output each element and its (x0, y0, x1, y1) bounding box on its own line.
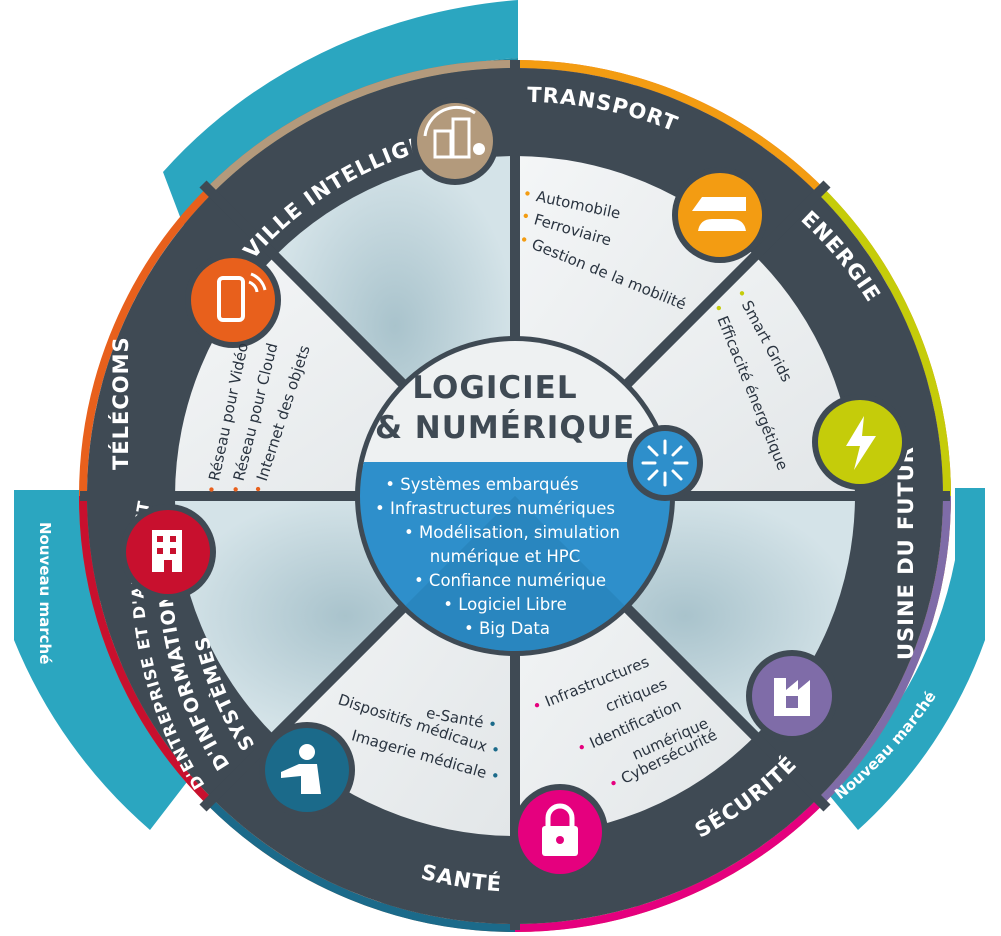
center-item-5: • Confiance numérique (414, 571, 606, 590)
smart-city-icon (411, 97, 499, 185)
center-item-3: • Modélisation, simulation (404, 523, 620, 542)
padlock-icon (512, 784, 608, 880)
factory-icon (746, 650, 838, 742)
office-building-icon (120, 504, 216, 600)
center-item-1: • Systèmes embarqués (385, 475, 578, 494)
smartphone-icon (185, 252, 281, 348)
center-item-2: • Infrastructures numériques (375, 499, 615, 518)
center-item-7: • Big Data (464, 619, 550, 638)
segment-title-usine: USINE DU FUTUR (894, 446, 918, 660)
doctor-icon (259, 722, 355, 818)
segment-title-telecoms: TÉLÉCOMS (108, 336, 133, 470)
sparkle-icon (627, 425, 703, 501)
center-list: • Systèmes embarqués • Infrastructures n… (375, 475, 620, 638)
lightning-icon (812, 394, 908, 490)
new-market-label-left: Nouveau marché (36, 522, 54, 664)
center-item-4: numérique et HPC (430, 547, 581, 566)
new-market-label-top: Nouveau marché (0, 0, 142, 4)
new-market-band-left: Nouveau marché (14, 490, 200, 830)
train-car-icon (672, 167, 768, 263)
center-title-line2: & NUMÉRIQUE (375, 410, 635, 446)
new-market-band-right (825, 488, 985, 830)
center-hub: LOGICIEL & NUMÉRIQUE • Systèmes embarqué… (355, 336, 703, 656)
center-item-6: • Logiciel Libre (443, 595, 567, 614)
center-title-line1: LOGICIEL (412, 370, 577, 406)
